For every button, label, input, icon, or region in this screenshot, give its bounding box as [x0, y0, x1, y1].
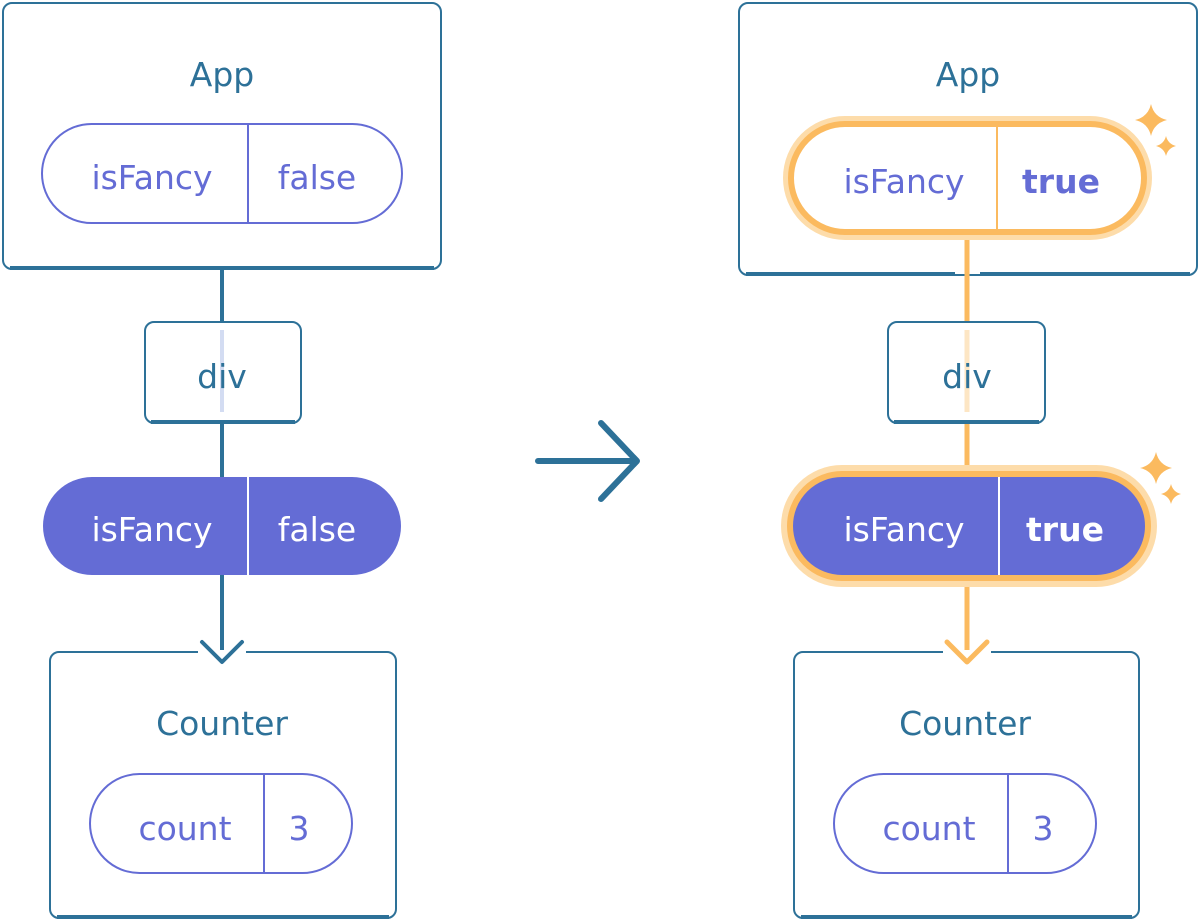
app-node: App isFancy false [2, 2, 442, 270]
sparkle-icon [1135, 104, 1176, 156]
state-key: count [882, 809, 975, 848]
node-title: Counter [899, 704, 1031, 743]
counter-node: Counter count 3 [793, 650, 1140, 919]
after-tree: App isFancy true div isFancy true [738, 2, 1198, 919]
state-key: count [138, 809, 231, 848]
state-pill: count 3 [833, 773, 1097, 874]
arrow-down-icon [944, 639, 990, 665]
state-pill: isFancy false [41, 123, 403, 224]
prop-value: true [1026, 510, 1104, 549]
arrow-down-icon [200, 640, 244, 664]
state-value: false [278, 158, 357, 197]
state-value: true [1022, 162, 1100, 201]
before-tree: App isFancy false div isFancy false Cou [2, 2, 442, 919]
div-node: div [144, 321, 302, 424]
state-key: isFancy [91, 158, 212, 197]
prop-key: isFancy [91, 510, 212, 549]
state-pill-highlighted: isFancy true [783, 116, 1152, 240]
prop-pill: isFancy false [43, 477, 401, 575]
prop-pill-highlighted: isFancy true [781, 465, 1157, 587]
node-title: App [936, 55, 1000, 94]
sparkle-icon [1140, 452, 1181, 504]
arrow-right-icon [535, 420, 640, 502]
state-pill: count 3 [89, 773, 353, 874]
node-title: App [190, 55, 254, 94]
counter-node: Counter count 3 [49, 650, 397, 919]
node-title: div [197, 357, 247, 396]
prop-value: false [278, 510, 357, 549]
node-title: div [942, 357, 992, 396]
state-key: isFancy [843, 162, 964, 201]
state-value: 3 [289, 809, 310, 848]
state-value: 3 [1033, 809, 1054, 848]
node-title: Counter [156, 704, 288, 743]
div-node: div [887, 321, 1046, 424]
prop-key: isFancy [843, 510, 964, 549]
